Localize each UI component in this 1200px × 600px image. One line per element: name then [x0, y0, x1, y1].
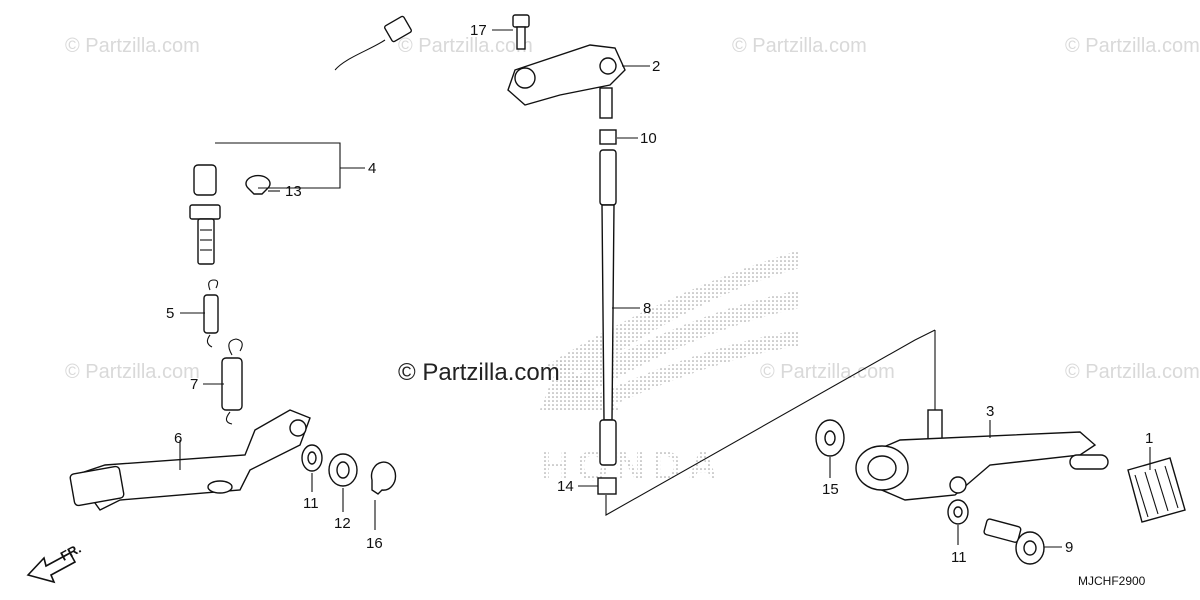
callout-7: 7: [190, 376, 198, 393]
washer-12-hole: [336, 461, 350, 479]
callout-12: 12: [334, 515, 351, 532]
nut-10: [599, 129, 617, 145]
watermark: © Partzilla.com: [732, 35, 867, 57]
washer-11-hole: [307, 451, 317, 465]
watermark: © Partzilla.com: [398, 35, 533, 57]
callout-1: 1: [1145, 430, 1153, 447]
diagram-code: MJCHF2900: [1078, 574, 1146, 588]
shift-pedal-3: [855, 409, 1109, 501]
bolt-17: [512, 14, 530, 50]
nut-14: [597, 477, 617, 495]
callout-9: 9: [1065, 539, 1073, 556]
callout-10: 10: [640, 130, 657, 147]
snap-ring-16: [370, 461, 397, 495]
callout-8: 8: [643, 300, 651, 317]
callout-11-right: 11: [951, 549, 967, 566]
front-direction-arrow: FR.: [26, 541, 83, 584]
brake-pedal-6: [69, 409, 311, 511]
callout-labels: 1 2 3 4 5 6 7 8 9 10 11 11 12 13 14 15 1…: [166, 22, 1153, 566]
shift-rod-8: [599, 149, 617, 466]
watermark: © Partzilla.com: [1065, 361, 1200, 383]
callout-16: 16: [366, 535, 383, 552]
watermark: © Partzilla.com: [1065, 35, 1200, 57]
callout-5: 5: [166, 305, 174, 322]
leader-lines: [179, 29, 1151, 548]
callout-6: 6: [174, 430, 182, 447]
washer-15-hole: [824, 430, 836, 446]
stop-switch-assembly: [189, 15, 412, 265]
callout-13: 13: [285, 183, 302, 200]
spring-5: [203, 279, 219, 348]
callout-15: 15: [822, 481, 839, 498]
callout-14: 14: [557, 478, 574, 495]
bolt-9: [983, 518, 1045, 565]
callout-3: 3: [986, 403, 994, 420]
honda-logo-text: HONDA: [540, 442, 724, 489]
watermark-group: © Partzilla.com © Partzilla.com © Partzi…: [65, 35, 1200, 383]
watermark: © Partzilla.com: [65, 35, 200, 57]
watermark: © Partzilla.com: [65, 361, 200, 383]
callout-17: 17: [470, 22, 487, 39]
clip-13: [245, 174, 271, 195]
callout-2: 2: [652, 58, 660, 75]
washer-11-right-hole: [953, 506, 963, 518]
watermark: © Partzilla.com: [760, 361, 895, 383]
shift-rubber-1: [1127, 457, 1186, 523]
callout-11: 11: [303, 495, 319, 512]
assembly-bracket-line: [605, 329, 936, 516]
shift-arm-2: [507, 44, 626, 119]
callout-4: 4: [368, 160, 376, 177]
watermark-main: © Partzilla.com: [398, 359, 560, 386]
spring-7: [221, 338, 243, 425]
